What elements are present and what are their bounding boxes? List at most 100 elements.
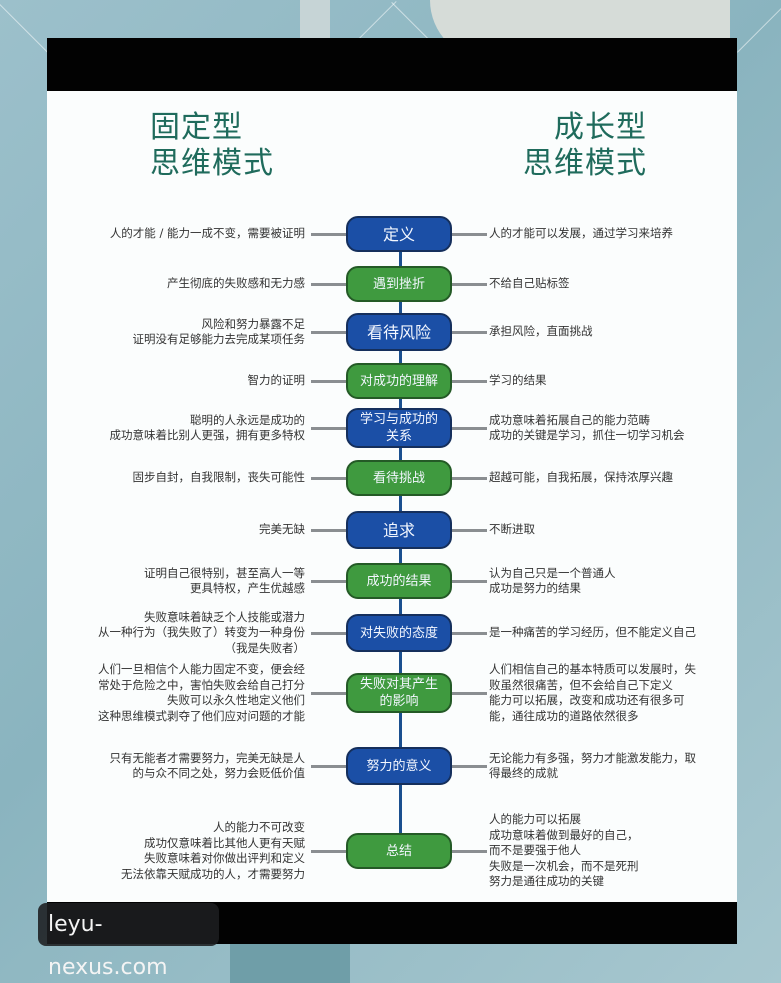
top-black-bar [47,38,737,91]
text-line: 成功意味着做到最好的自己， [489,827,639,842]
node-label: 学习与成功的 [359,412,438,427]
text-line: 失败意味着缺乏个人技能或潜力 [144,609,305,624]
category-node: 追求 [346,511,452,549]
fixed-mindset-text: 人的能力不可改变成功仅意味着比其他人更有天赋失败意味着对你做出评判和定义无法依靠… [121,820,305,882]
text-line: 从一种行为（我失败了）转变为一种身份 [98,625,305,640]
connector-left [311,850,346,853]
text-line: 承担风险，直面挑战 [489,324,593,339]
connector-right [452,529,487,532]
growth-mindset-text: 是一种痛苦的学习经历，但不能定义自己 [489,625,696,641]
text-line: 的与众不同之处，努力会贬低价值 [132,766,306,780]
text-line: 聪明的人永远是成功的 [190,412,305,427]
heading-line: 成长型 [554,110,647,145]
fixed-mindset-text: 人的才能 / 能力一成不变，需要被证明 [110,226,305,242]
node-label: 对失败的态度 [359,625,438,641]
comparison-row: 对失败的态度 失败意味着缺乏个人技能或潜力从一种行为（我失败了）转变为一种身份（我… [47,610,737,655]
text-line: 失败意味着对你做出评判和定义 [144,851,305,865]
node-label: 的影响 [379,694,419,709]
text-line: 成功意味着拓展自己的能力范畴 [489,412,650,427]
heading-line: 思维模式 [523,146,647,181]
text-line: 人的能力不可改变 [213,820,305,834]
node-label: 对成功的理解 [359,373,438,389]
node-label: 失败对其产生 [359,677,438,692]
fixed-mindset-text: 人们一旦相信个人能力固定不变，便会经常处于危险之中，害怕失败会给自己打分失败可以… [98,662,305,724]
category-node: 看待风险 [346,313,452,351]
connector-left [311,765,346,768]
text-line: 败虽然很痛苦，但不会给自己下定义 [489,677,673,692]
category-node: 总结 [346,833,452,869]
comparison-row: 学习与成功的关系聪明的人永远是成功的成功意味着比别人更强，拥有更多特权成功意味着… [47,408,737,448]
connector-right [452,427,487,430]
fixed-mindset-text: 只有无能者才需要努力，完美无缺是人的与众不同之处，努力会贬低价值 [110,751,306,782]
text-line: 学习的结果 [489,373,547,388]
fixed-mindset-text: 证明自己很特别，甚至高人一等更具特权，产生优越感 [144,566,305,597]
comparison-row: 成功的结果证明自己很特别，甚至高人一等更具特权，产生优越感认为自己只是一个普通人… [47,563,737,599]
text-line: 人的才能 / 能力一成不变，需要被证明 [109,226,305,241]
category-node: 看待挑战 [346,460,452,496]
growth-mindset-text: 学习的结果 [489,373,547,389]
comparison-row: 看待风险风险和努力暴露不足证明没有足够能力去完成某项任务承担风险，直面挑战 [47,313,737,351]
category-node: 失败对其产生的影响 [346,673,452,713]
text-line: 成功是努力的结果 [489,581,581,595]
category-node: 努力的意义 [346,747,452,785]
background-shape [230,940,350,983]
text-line: 努力是通往成功的关键 [489,874,604,889]
connector-right [452,233,487,236]
text-line: 证明自己很特别，甚至高人一等 [144,565,305,580]
node-label: 定义 [382,224,415,244]
node-label: 努力的意义 [366,758,432,774]
text-line: 能，通往成功的道路依然很多 [489,708,639,723]
category-node: 对成功的理解 [346,363,452,399]
comparison-row: 追求 完美无缺 不断进取 [47,511,737,549]
node-label: 遇到挫折 [372,276,425,292]
node-label: 看待挑战 [372,470,425,486]
text-line: 不给自己贴标签 [489,276,570,291]
text-line: 成功的关键是学习，抓住一切学习机会 [489,428,685,442]
comparison-row: 定义 人的才能 / 能力一成不变，需要被证明 人的才能可以发展，通过学习来培养 [47,216,737,252]
node-label: 看待风险 [366,322,431,342]
connector-right [452,850,487,853]
connector-left [311,233,346,236]
connector-right [452,632,487,635]
text-line: 智力的证明 [247,373,306,388]
comparison-row: 努力的意义 只有无能者才需要努力，完美无缺是人的与众不同之处，努力会贬低价值 无论能… [47,747,737,785]
connector-right [452,380,487,383]
fixed-mindset-text: 聪明的人永远是成功的成功意味着比别人更强，拥有更多特权 [110,413,306,444]
fixed-mindset-text: 固步自封，自我限制，丧失可能性 [133,470,306,486]
text-line: 失败可以永久性地定义他们 [167,693,305,707]
growth-mindset-text: 认为自己只是一个普通人成功是努力的结果 [489,566,616,597]
connector-right [452,477,487,480]
growth-mindset-text: 不给自己贴标签 [489,276,570,292]
text-line: 人的能力可以拓展 [489,812,581,827]
watermark: leyu-nexus.com [38,903,219,980]
connector-right [452,580,487,583]
node-label: 追求 [382,520,415,540]
text-line: 更具特权，产生优越感 [190,581,305,595]
fixed-mindset-heading: 固定型 思维模式 [150,110,274,182]
text-line: 无法依靠天赋成功的人，才需要努力 [121,866,305,881]
growth-mindset-text: 人的才能可以发展，通过学习来培养 [489,226,673,242]
text-line: 这种思维模式剥夺了他们应对问题的才能 [98,708,305,723]
growth-mindset-text: 无论能力有多强，努力才能激发能力，取得最终的成就 [489,751,696,782]
connector-right [452,283,487,286]
comparison-row: 遇到挫折产生彻底的失败感和无力感不给自己贴标签 [47,266,737,302]
connector-right [452,765,487,768]
text-line: 失败是一次机会，而不是死刑 [489,858,639,873]
connector-right [452,692,487,695]
connector-right [452,331,487,334]
text-line: 不断进取 [489,522,535,537]
growth-mindset-text: 不断进取 [489,522,535,538]
text-line: 而不是要强于他人 [489,843,581,858]
text-line: 风险和努力暴露不足 [201,316,306,331]
text-line: 固步自封，自我限制，丧失可能性 [132,470,306,485]
heading-line: 思维模式 [150,146,274,181]
text-line: 成功意味着比别人更强，拥有更多特权 [109,428,306,442]
growth-mindset-heading: 成长型 思维模式 [523,110,647,182]
mindset-comparison-panel: 固定型 思维模式 成长型 思维模式 定义人的才能 / 能力一成不变，需要被证明人… [47,38,737,944]
fixed-mindset-text: 完美无缺 [259,522,305,538]
category-node: 定义 [346,216,452,252]
text-line: （我是失败者） [224,640,306,655]
comparison-row: 总结 人的能力不可改变成功仅意味着比其他人更有天赋失败意味着对你做出评判和定义无法… [47,812,737,888]
text-line: 常处于危险之中，害怕失败会给自己打分 [98,677,305,692]
text-line: 只有无能者才需要努力，完美无缺是人 [109,750,306,765]
